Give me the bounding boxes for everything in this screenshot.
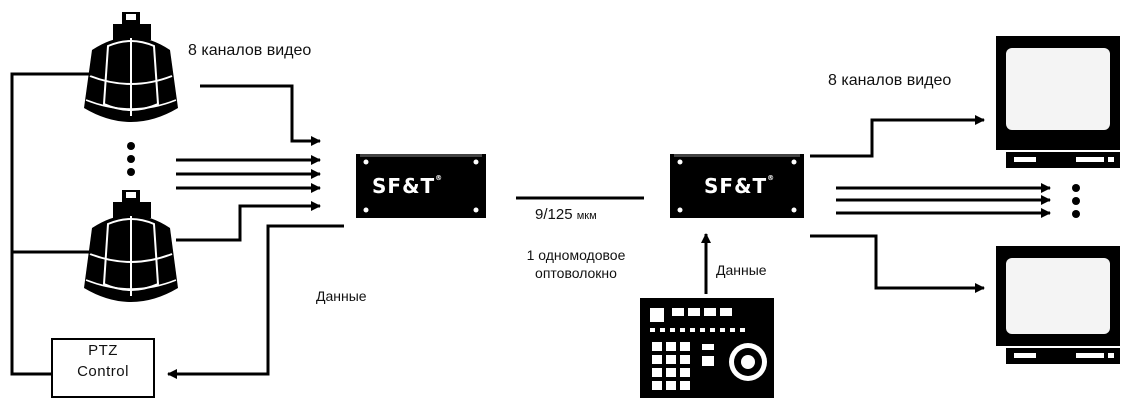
left-data-bus [10,72,92,376]
fiber-spec-label: 9/125 мкм [535,206,597,223]
fiber-description: 1 одномодовое оптоволокно [506,246,646,282]
ptz-line2: Control [77,363,129,380]
receiver-device [670,154,804,218]
fiber-line2: оптоволокно [535,265,617,281]
dome-camera-bottom [84,190,178,302]
video-channels-left-label: 8 каналов видео [188,42,312,59]
data-left-label: Данные [316,288,367,304]
video-output-lines [810,115,1051,293]
ptz-keyboard [640,298,774,398]
monitor-top [996,36,1120,168]
more-cameras-dots [127,142,135,176]
fiber-spec-value: 9/125 [535,206,573,223]
data-return-line [167,224,344,379]
transmitter-device [356,154,486,218]
receiver-registered-mark: ® [767,174,776,182]
data-right-label: Данные [716,262,767,278]
transmitter-brand-logo: SF&T® [372,174,443,198]
transmitter-brand-text: SF&T [372,174,436,198]
fiber-spec-unit: мкм [576,210,597,222]
video-input-lines [176,84,321,242]
more-monitors-dots [1072,184,1080,218]
receiver-brand-text: SF&T [704,174,768,198]
monitor-bottom [996,246,1120,364]
fiber-line1: 1 одномодовое [526,247,626,263]
ptz-line1: PTZ [88,342,118,359]
receiver-brand-logo: SF&T® [704,174,775,198]
transmitter-registered-mark: ® [435,174,444,182]
dome-camera-top [84,12,178,122]
ptz-control-box [51,338,155,398]
ptz-control-label: PTZ Control [52,340,154,382]
video-channels-right-label: 8 каналов видео [828,72,952,89]
